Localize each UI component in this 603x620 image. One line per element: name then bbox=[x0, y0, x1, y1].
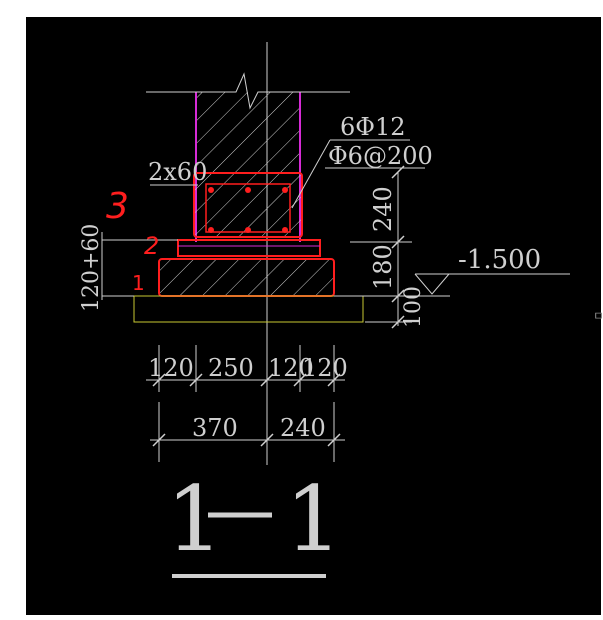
marker-3: 3 bbox=[106, 186, 129, 227]
marker-2: 2 bbox=[144, 232, 159, 260]
dim-250: 250 bbox=[208, 354, 254, 382]
dim-240-bottom: 240 bbox=[280, 414, 326, 442]
horizontal-dimension-row-2: 370 240 bbox=[150, 402, 345, 462]
rebar-main-label: 6Φ12 bbox=[340, 113, 405, 141]
section-title-right: 1 bbox=[285, 467, 342, 572]
wall bbox=[146, 72, 350, 242]
dim-120-right: 120 bbox=[302, 354, 348, 382]
rebar-dot bbox=[245, 187, 251, 193]
rebar-callout: 6Φ12 Φ6@200 bbox=[291, 113, 433, 209]
dim-120-mid: 120 bbox=[268, 354, 314, 382]
cushion-layer bbox=[133, 295, 364, 323]
dim-180: 180 bbox=[369, 244, 397, 290]
marker-1: 1 bbox=[132, 271, 145, 295]
footing-step bbox=[177, 239, 321, 257]
elevation-label: -1.500 bbox=[458, 245, 541, 275]
section-title-left: 1 bbox=[166, 467, 223, 572]
break-line bbox=[146, 72, 350, 110]
rebar-stirrup-label: Φ6@200 bbox=[328, 142, 433, 170]
drawing-background bbox=[26, 17, 601, 615]
dim-100: 100 bbox=[401, 286, 426, 328]
rebar-dot bbox=[245, 227, 251, 233]
edge-glyph: ㅁ bbox=[593, 309, 603, 323]
rebar-dot bbox=[208, 227, 214, 233]
rebar-dot bbox=[282, 187, 288, 193]
horizontal-dimension-row-1: 120 250 120 120 bbox=[146, 345, 348, 392]
base-footing bbox=[158, 258, 335, 297]
rebar-dot bbox=[282, 227, 288, 233]
left-note: 120+60 bbox=[79, 224, 104, 312]
step-note: 2x60 bbox=[148, 158, 207, 186]
vertical-dimension: 240 180 100 bbox=[350, 165, 426, 329]
section-title: 1 1 bbox=[166, 467, 342, 578]
dim-120-left: 120 bbox=[148, 354, 194, 382]
ring-beam bbox=[193, 172, 303, 238]
dim-370: 370 bbox=[192, 414, 238, 442]
rebar-dot bbox=[208, 187, 214, 193]
elevation-mark: -1.500 bbox=[334, 245, 570, 297]
dim-240: 240 bbox=[369, 186, 397, 232]
